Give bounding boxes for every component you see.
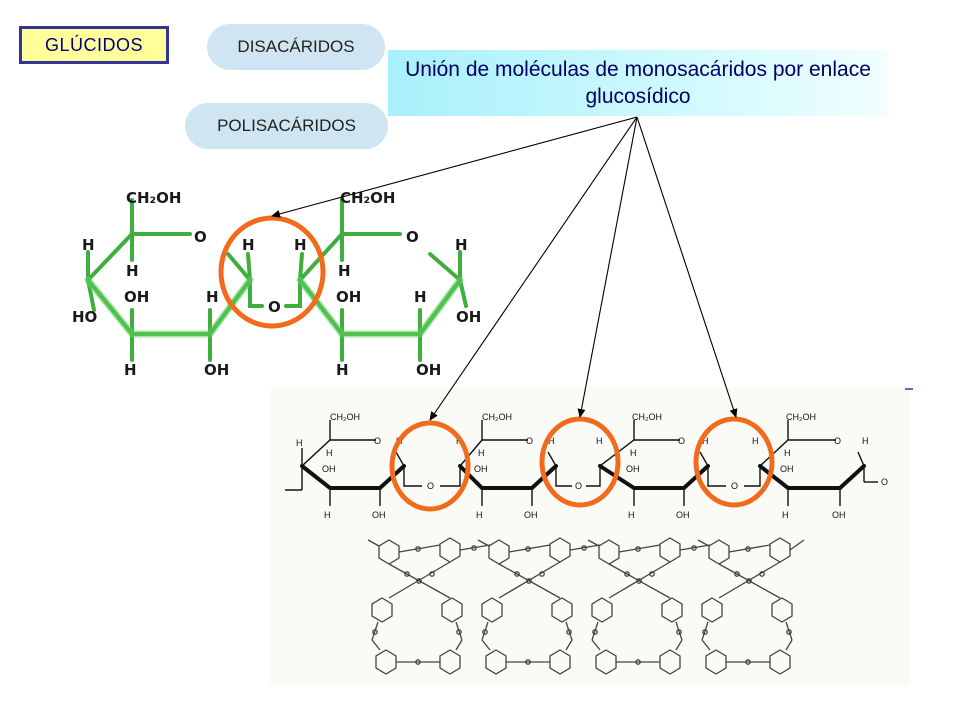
- polysaccharide-labels: CH₂OH CH₂OH CH₂OH CH₂OH O O O O O O O O …: [296, 412, 888, 520]
- glycosidic-bridge: [248, 278, 264, 308]
- label-h: H: [206, 288, 219, 306]
- label-ring-o: O: [374, 436, 381, 446]
- label-h: H: [324, 510, 331, 520]
- label-ch2oh: CH₂OH: [786, 412, 816, 422]
- pointer-arrows: [271, 116, 738, 421]
- label-ring-o-right: O: [406, 228, 419, 246]
- label-h: H: [126, 262, 139, 280]
- disacaridos-badge: DISACÁRIDOS: [207, 24, 385, 70]
- glycosidic-bond-highlight-1: [389, 420, 471, 512]
- glycosidic-bond-highlight-disaccharide: [218, 215, 326, 329]
- label-oh: OH: [832, 510, 846, 520]
- label-h: H: [630, 448, 637, 458]
- label-oh: OH: [626, 464, 640, 474]
- label-h: H: [548, 436, 555, 446]
- label-ring-o-left: O: [194, 228, 207, 246]
- label-ch2oh-left: CH₂OH: [126, 189, 181, 207]
- label-h: H: [476, 510, 483, 520]
- label-h: H: [455, 236, 468, 254]
- label-ch2oh: CH₂OH: [632, 412, 662, 422]
- label-oh: OH: [474, 464, 488, 474]
- polysaccharide-panel: [270, 388, 910, 685]
- label-ch2oh: CH₂OH: [482, 412, 512, 422]
- label-h: H: [784, 448, 791, 458]
- label-h: H: [336, 361, 349, 379]
- label-oh: OH: [336, 288, 361, 306]
- label-h: H: [326, 448, 333, 458]
- label-oh: OH: [372, 510, 386, 520]
- label-bridge-o: O: [575, 481, 582, 491]
- label-bridge-o: O: [268, 298, 281, 316]
- label-h: H: [752, 436, 759, 446]
- arrow-to-disaccharide: [271, 116, 638, 218]
- glucidos-badge: GLÚCIDOS: [19, 26, 169, 64]
- label-oh: OH: [676, 510, 690, 520]
- polisacaridos-badge: POLISACÁRIDOS: [185, 103, 388, 149]
- label-h: H: [628, 510, 635, 520]
- label-h: H: [782, 510, 789, 520]
- label-h: H: [478, 448, 485, 458]
- label-ch2oh: CH₂OH: [330, 412, 360, 422]
- label-h: H: [296, 438, 303, 448]
- label-h: H: [338, 262, 351, 280]
- arrow-to-bond-2: [577, 116, 638, 418]
- label-oh: OH: [322, 464, 336, 474]
- glycosidic-bond-caption: Unión de moléculas de monosacáridos por …: [388, 50, 888, 116]
- glycosidic-bond-highlight-2: [539, 416, 621, 508]
- label-end-o: O: [881, 477, 888, 487]
- label-oh: OH: [780, 464, 794, 474]
- arrow-to-bond-3: [636, 116, 738, 418]
- label-h: H: [702, 436, 709, 446]
- label-h: H: [124, 361, 137, 379]
- label-oh: OH: [204, 361, 229, 379]
- label-oh: OH: [416, 361, 441, 379]
- label-ring-o: O: [678, 436, 685, 446]
- label-ring-o: O: [834, 436, 841, 446]
- label-oh: OH: [124, 288, 149, 306]
- glycosidic-bond-highlight-3: [693, 416, 775, 508]
- label-bridge-o: O: [427, 481, 434, 491]
- label-h: H: [414, 288, 427, 306]
- label-h: H: [82, 236, 95, 254]
- label-ch2oh-right: CH₂OH: [340, 189, 395, 207]
- label-h: H: [242, 236, 255, 254]
- label-ring-o: O: [526, 436, 533, 446]
- label-h: H: [596, 436, 603, 446]
- label-bridge-o: O: [731, 481, 738, 491]
- label-h: H: [862, 436, 869, 446]
- label-h: H: [294, 236, 307, 254]
- label-ho: HO: [72, 308, 97, 326]
- polysaccharide-network-schematic: [367, 537, 805, 675]
- label-oh: OH: [524, 510, 538, 520]
- label-oh: OH: [456, 308, 481, 326]
- arrow-to-bond-1: [429, 116, 638, 421]
